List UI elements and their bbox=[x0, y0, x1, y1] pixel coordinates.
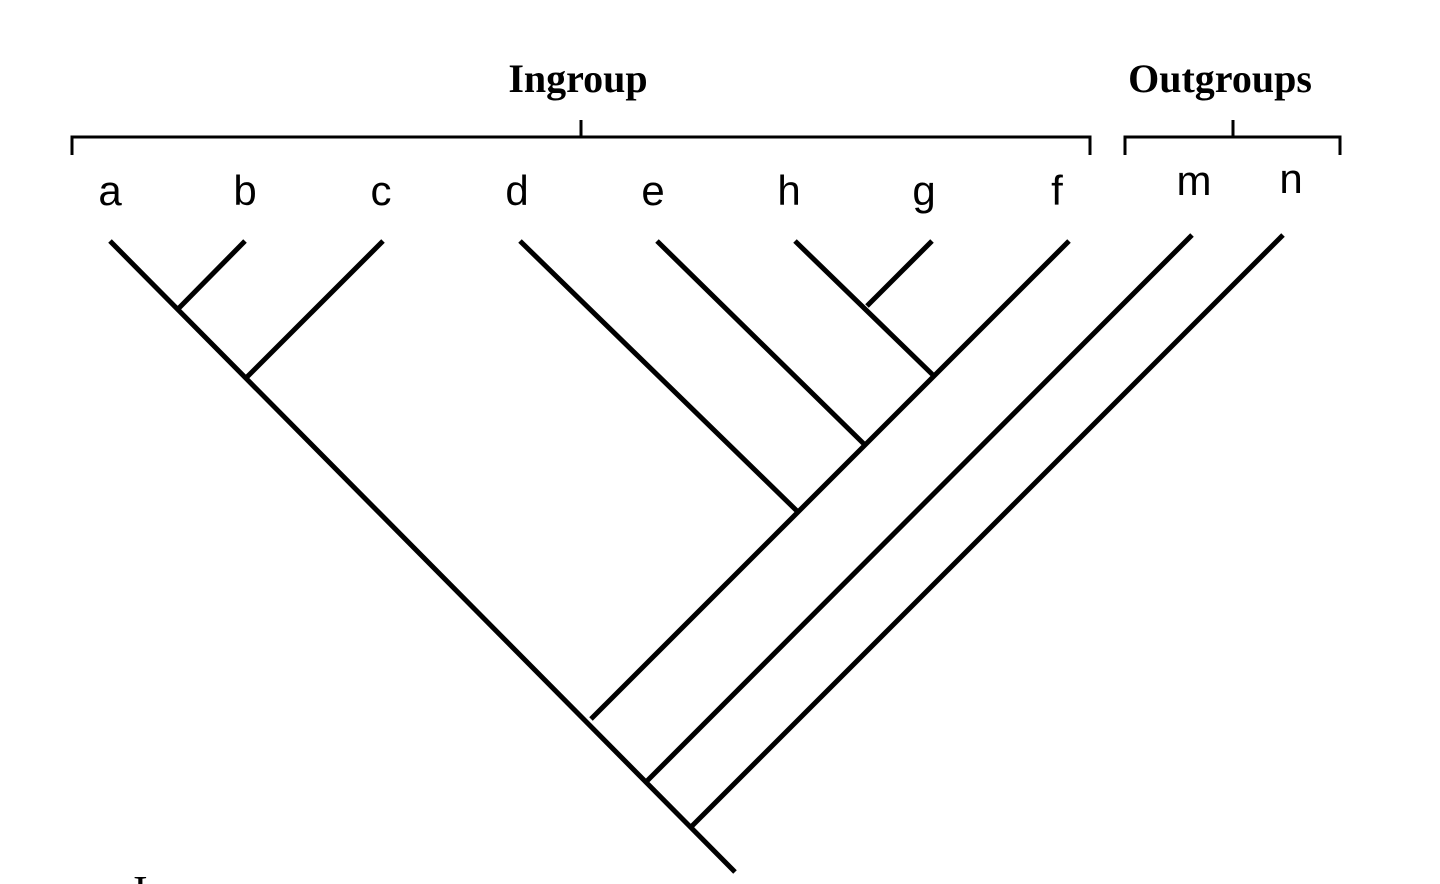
partial-caption-text: I bbox=[133, 867, 148, 884]
branch-m bbox=[645, 233, 1194, 783]
branch-g bbox=[865, 239, 934, 308]
taxon-label-b: b bbox=[233, 167, 256, 214]
ingroup-label: Ingroup bbox=[508, 56, 647, 101]
taxon-label-d: d bbox=[505, 167, 528, 214]
branch-h bbox=[793, 239, 937, 379]
outgroups-bracket bbox=[1123, 120, 1342, 155]
taxon-label-a: a bbox=[98, 167, 122, 214]
branch-d bbox=[518, 239, 800, 514]
taxon-label-m: m bbox=[1177, 157, 1212, 204]
branch-e bbox=[655, 239, 867, 447]
tree-branches bbox=[108, 233, 1285, 874]
taxon-label-g: g bbox=[912, 167, 935, 214]
taxon-label-c: c bbox=[371, 167, 392, 214]
branch-c bbox=[244, 239, 385, 380]
branch-f-stem bbox=[589, 239, 1071, 721]
taxon-label-e: e bbox=[641, 167, 664, 214]
branch-a-to-root bbox=[108, 239, 737, 874]
taxon-label-f: f bbox=[1051, 167, 1063, 214]
outgroups-label: Outgroups bbox=[1128, 56, 1312, 101]
branch-n bbox=[690, 233, 1285, 828]
taxon-label-n: n bbox=[1279, 155, 1302, 202]
taxon-label-h: h bbox=[777, 167, 800, 214]
ingroup-bracket bbox=[70, 120, 1092, 155]
branch-b bbox=[176, 239, 247, 311]
